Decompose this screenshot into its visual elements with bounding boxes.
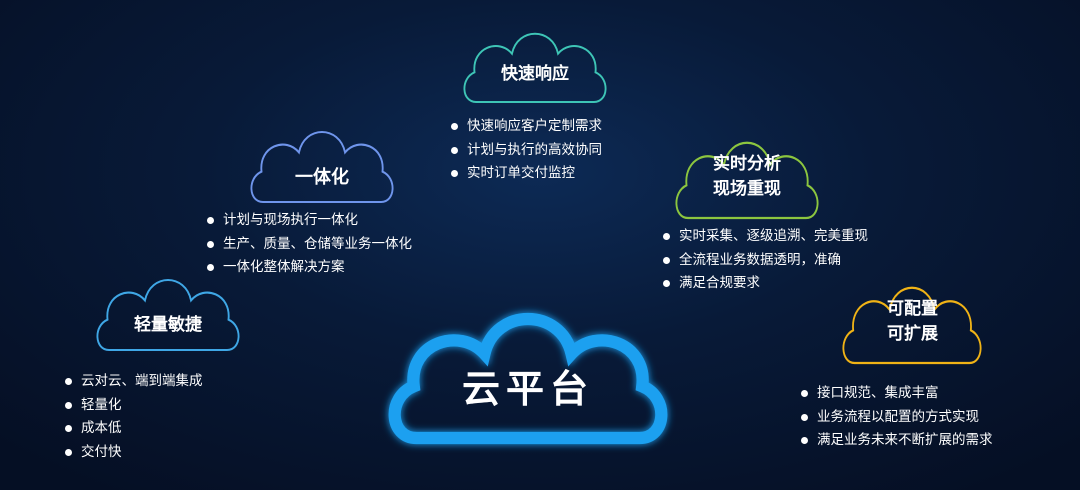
configurable-list: 接口规范、集成丰富 业务流程以配置的方式实现 满足业务未来不断扩展的需求 [801, 382, 993, 453]
list-item: 交付快 [65, 441, 203, 465]
bullet-dot [207, 240, 214, 248]
list-item: 轻量化 [65, 394, 203, 418]
bullet-dot [801, 390, 808, 397]
bullet-dot [663, 256, 670, 264]
bullet-dot [65, 448, 72, 456]
bullet-dot [451, 170, 458, 177]
list-item: 满足业务未来不断扩展的需求 [801, 429, 993, 453]
lightweight-title: 轻量敏捷 [134, 315, 202, 335]
list-item: 成本低 [65, 417, 203, 441]
list-item: 计划与现场执行一体化 [207, 209, 412, 233]
bullet-dot [801, 437, 808, 444]
fast-response-title: 快速响应 [501, 64, 569, 84]
list-item: 满足合规要求 [663, 272, 868, 296]
list-item: 计划与执行的高效协同 [451, 139, 602, 163]
center-title: 云平台 [461, 367, 594, 411]
bullet-dot [663, 280, 670, 287]
list-item: 生产、质量、仓储等业务一体化 [207, 233, 412, 257]
list-item: 业务流程以配置的方式实现 [801, 406, 993, 430]
bullet-dot [451, 123, 458, 130]
bullet-dot [801, 413, 808, 421]
list-item: 云对云、端到端集成 [65, 370, 203, 394]
bullet-dot [65, 425, 72, 432]
bullet-dot [65, 378, 72, 385]
bullet-dot [663, 233, 670, 240]
fast-response-list: 快速响应客户定制需求 计划与执行的高效协同 实时订单交付监控 [451, 115, 602, 186]
list-item: 实时订单交付监控 [451, 162, 602, 186]
list-item: 接口规范、集成丰富 [801, 382, 993, 406]
realtime-list: 实时采集、逐级追溯、完美重现 全流程业务数据透明，准确 满足合规要求 [663, 225, 868, 296]
bullet-dot [207, 264, 214, 271]
list-item: 实时采集、逐级追溯、完美重现 [663, 225, 868, 249]
lightweight-list: 云对云、端到端集成 轻量化 成本低 交付快 [65, 370, 203, 464]
configurable-title: 可配置 可扩展 [887, 299, 938, 344]
realtime-title: 实时分析 现场重现 [713, 154, 781, 199]
bullet-dot [451, 146, 458, 154]
list-item: 全流程业务数据透明，准确 [663, 249, 868, 273]
bullet-dot [65, 401, 72, 409]
list-item: 一体化整体解决方案 [207, 256, 412, 280]
bullet-dot [207, 217, 214, 224]
integration-title: 一体化 [295, 167, 349, 188]
integration-list: 计划与现场执行一体化 生产、质量、仓储等业务一体化 一体化整体解决方案 [207, 209, 412, 280]
list-item: 快速响应客户定制需求 [451, 115, 602, 139]
